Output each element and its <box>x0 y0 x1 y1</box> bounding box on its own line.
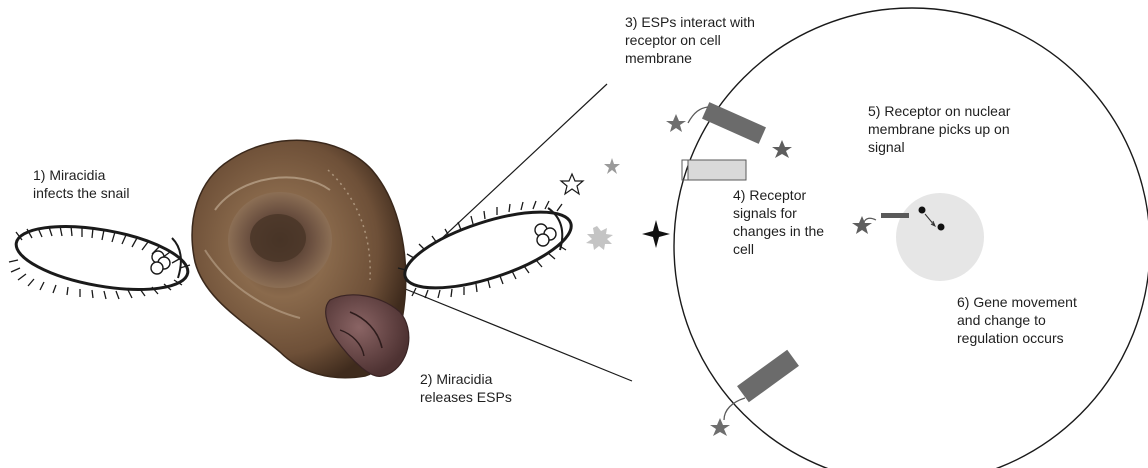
esp-star-outline-icon <box>561 174 583 194</box>
step3-label: 3) ESPs interact with receptor on cell m… <box>625 13 755 67</box>
step5-label: 5) Receptor on nuclear membrane picks up… <box>868 102 1010 156</box>
zoom-line-lower <box>393 284 632 381</box>
snail-image <box>192 140 409 377</box>
nucleus <box>852 193 984 281</box>
gene-after-dot <box>938 224 945 231</box>
step6-label: 6) Gene movement and change to regulatio… <box>957 293 1077 347</box>
esp-star-small-icon <box>604 158 620 174</box>
esp-star-dark-icon <box>772 140 792 158</box>
step2-label: 2) Miracidia releases ESPs <box>420 370 512 406</box>
nuclear-receptor-icon <box>881 213 909 218</box>
step1-label: 1) Miracidia infects the snail <box>33 166 130 202</box>
esp-burst-icon <box>586 226 613 250</box>
miracidium-left-icon <box>9 215 193 300</box>
membrane-receptor-light-icon <box>682 160 746 180</box>
esp-cross-star-icon <box>642 220 670 248</box>
miracidium-zoomed-icon <box>397 196 580 303</box>
membrane-receptor-top-icon <box>666 102 766 144</box>
gene-before-dot <box>919 207 926 214</box>
membrane-receptor-bottom-icon <box>710 350 799 436</box>
step4-label: 4) Receptor signals for changes in the c… <box>733 186 824 258</box>
